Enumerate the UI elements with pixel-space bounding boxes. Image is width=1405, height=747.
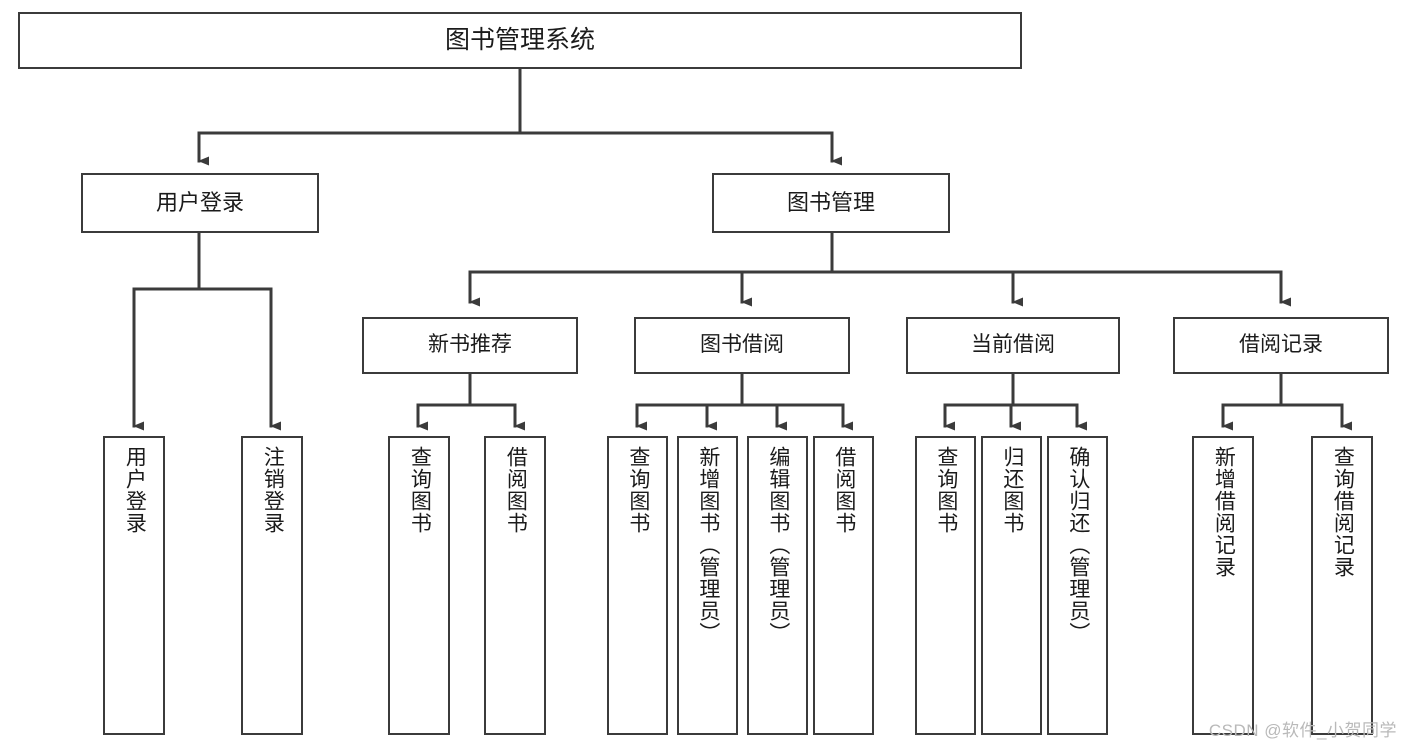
node-label: 用户登录 bbox=[155, 190, 244, 216]
leaf-borrow-edit-book-admin[interactable]: 编辑图书（管理员） bbox=[747, 436, 808, 735]
node-label: 查询借阅记录 bbox=[1331, 446, 1355, 578]
node-label: 借阅图书 bbox=[832, 446, 856, 534]
leaf-records-query-record[interactable]: 查询借阅记录 bbox=[1311, 436, 1373, 735]
node-label: 图书借阅 bbox=[700, 333, 784, 357]
node-label: 归还图书 bbox=[1000, 446, 1024, 534]
node-label: 新书推荐 bbox=[428, 333, 512, 357]
leaf-records-add-record[interactable]: 新增借阅记录 bbox=[1192, 436, 1254, 735]
csdn-watermark: CSDN @软件_小贺同学 bbox=[1208, 721, 1397, 740]
node-borrowing-records[interactable]: 借阅记录 bbox=[1173, 317, 1389, 374]
node-root-book-management-system[interactable]: 图书管理系统 bbox=[18, 12, 1022, 69]
leaf-borrow-query-books[interactable]: 查询图书 bbox=[607, 436, 668, 735]
leaf-borrow-borrow-books[interactable]: 借阅图书 bbox=[813, 436, 874, 735]
node-label: 查询图书 bbox=[408, 446, 432, 534]
node-label: 确认归还（管理员） bbox=[1066, 446, 1090, 644]
node-new-book-recommendation[interactable]: 新书推荐 bbox=[362, 317, 578, 374]
node-book-management[interactable]: 图书管理 bbox=[712, 173, 950, 233]
node-book-borrowing[interactable]: 图书借阅 bbox=[634, 317, 850, 374]
leaf-borrow-add-book-admin[interactable]: 新增图书（管理员） bbox=[677, 436, 738, 735]
node-user-login[interactable]: 用户登录 bbox=[81, 173, 319, 233]
node-label: 新增借阅记录 bbox=[1212, 446, 1236, 578]
node-current-borrowing[interactable]: 当前借阅 bbox=[906, 317, 1120, 374]
leaf-user-login-login[interactable]: 用户登录 bbox=[103, 436, 165, 735]
node-label: 查询图书 bbox=[626, 446, 650, 534]
node-label: 新增图书（管理员） bbox=[696, 446, 720, 644]
node-label: 图书管理系统 bbox=[444, 25, 595, 54]
node-label: 借阅图书 bbox=[504, 446, 528, 534]
node-label: 图书管理 bbox=[786, 190, 875, 216]
node-label: 注销登录 bbox=[261, 446, 285, 534]
node-label: 查询图书 bbox=[934, 446, 958, 534]
node-label: 编辑图书（管理员） bbox=[766, 446, 790, 644]
leaf-current-confirm-return-admin[interactable]: 确认归还（管理员） bbox=[1047, 436, 1108, 735]
leaf-current-return-books[interactable]: 归还图书 bbox=[981, 436, 1042, 735]
node-label: 用户登录 bbox=[123, 446, 147, 534]
leaf-current-query-books[interactable]: 查询图书 bbox=[915, 436, 976, 735]
leaf-new-books-query-books[interactable]: 查询图书 bbox=[388, 436, 450, 735]
node-label: 借阅记录 bbox=[1239, 333, 1323, 357]
leaf-new-books-borrow-books[interactable]: 借阅图书 bbox=[484, 436, 546, 735]
node-label: 当前借阅 bbox=[971, 333, 1055, 357]
leaf-user-login-logout[interactable]: 注销登录 bbox=[241, 436, 303, 735]
